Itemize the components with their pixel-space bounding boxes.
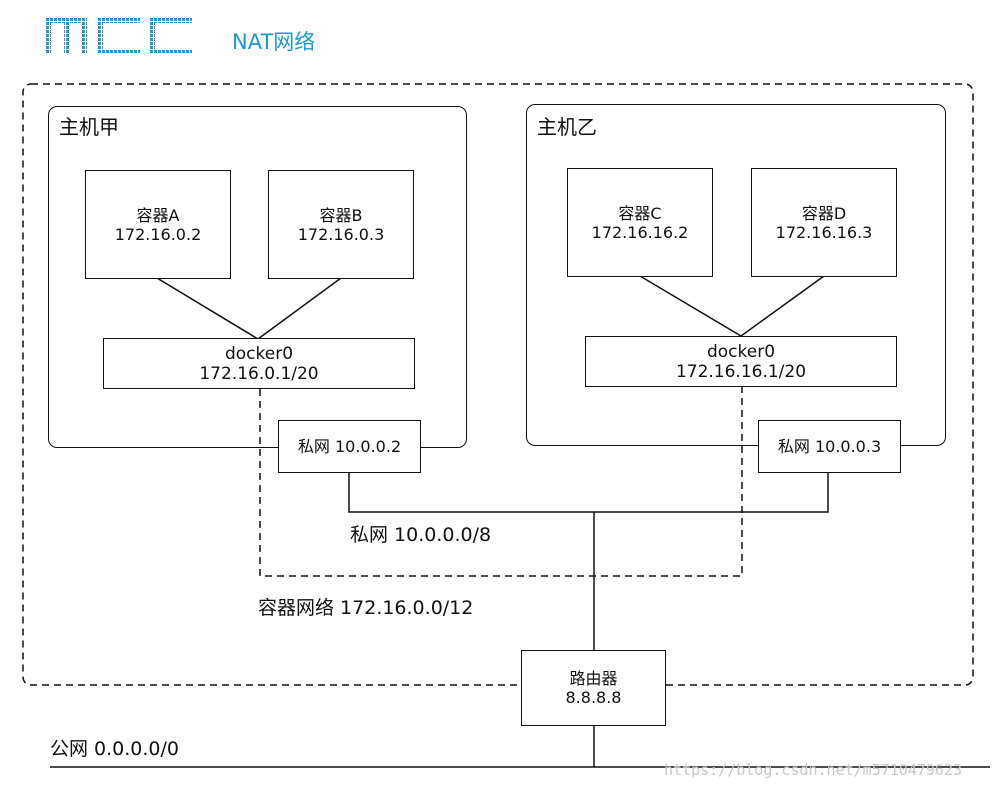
public-network-label: 公网 0.0.0.0/0 (50, 738, 180, 760)
container-c-ip: 172.16.16.2 (591, 222, 689, 242)
container-d-name: 容器D (801, 203, 847, 223)
container-b-name: 容器B (319, 205, 363, 225)
bridge-b-ip: 172.16.16.1/20 (675, 361, 807, 382)
router: 路由器 8.8.8.8 (521, 650, 666, 726)
bridge-b-name: docker0 (706, 341, 776, 362)
nic-a-label: 私网 10.0.0.2 (297, 437, 402, 456)
container-network-label: 容器网络 172.16.0.0/12 (258, 597, 474, 619)
host-b-label: 主机乙 (537, 115, 597, 139)
nic-host-a: 私网 10.0.0.2 (278, 420, 421, 473)
nic-host-b: 私网 10.0.0.3 (758, 420, 901, 473)
page-title: NAT网络 (232, 30, 316, 54)
container-d-ip: 172.16.16.3 (775, 222, 873, 242)
container-a: 容器A 172.16.0.2 (85, 170, 231, 279)
private-network-link (348, 473, 829, 513)
nic-b-label: 私网 10.0.0.3 (777, 437, 882, 456)
host-a: 主机甲 (48, 106, 467, 448)
container-a-name: 容器A (136, 205, 180, 225)
watermark: https://blog.csdn.net/m5710479623 (664, 761, 963, 779)
host-b: 主机乙 (526, 104, 946, 446)
container-d: 容器D 172.16.16.3 (751, 168, 897, 277)
link-container-d-bridge (740, 275, 825, 337)
host-a-label: 主机甲 (59, 115, 119, 139)
private-network-label: 私网 10.0.0.0/8 (350, 524, 492, 546)
link-container-b-bridge (257, 277, 342, 340)
container-b: 容器B 172.16.0.3 (268, 170, 414, 279)
bridge-docker0-b: docker0 172.16.16.1/20 (585, 336, 897, 387)
mcc-logo (46, 18, 192, 54)
bridge-docker0-a: docker0 172.16.0.1/20 (103, 338, 415, 389)
container-c-name: 容器C (618, 203, 662, 223)
container-c: 容器C 172.16.16.2 (567, 168, 713, 277)
bridge-a-ip: 172.16.0.1/20 (199, 363, 319, 384)
link-container-c-bridge (639, 275, 742, 337)
container-b-ip: 172.16.0.3 (297, 224, 385, 244)
router-ip: 8.8.8.8 (565, 688, 622, 707)
router-name: 路由器 (569, 669, 618, 688)
private-network-boundary (22, 83, 974, 686)
link-container-a-bridge (156, 277, 259, 340)
bridge-a-name: docker0 (224, 343, 294, 364)
container-a-ip: 172.16.0.2 (114, 224, 202, 244)
